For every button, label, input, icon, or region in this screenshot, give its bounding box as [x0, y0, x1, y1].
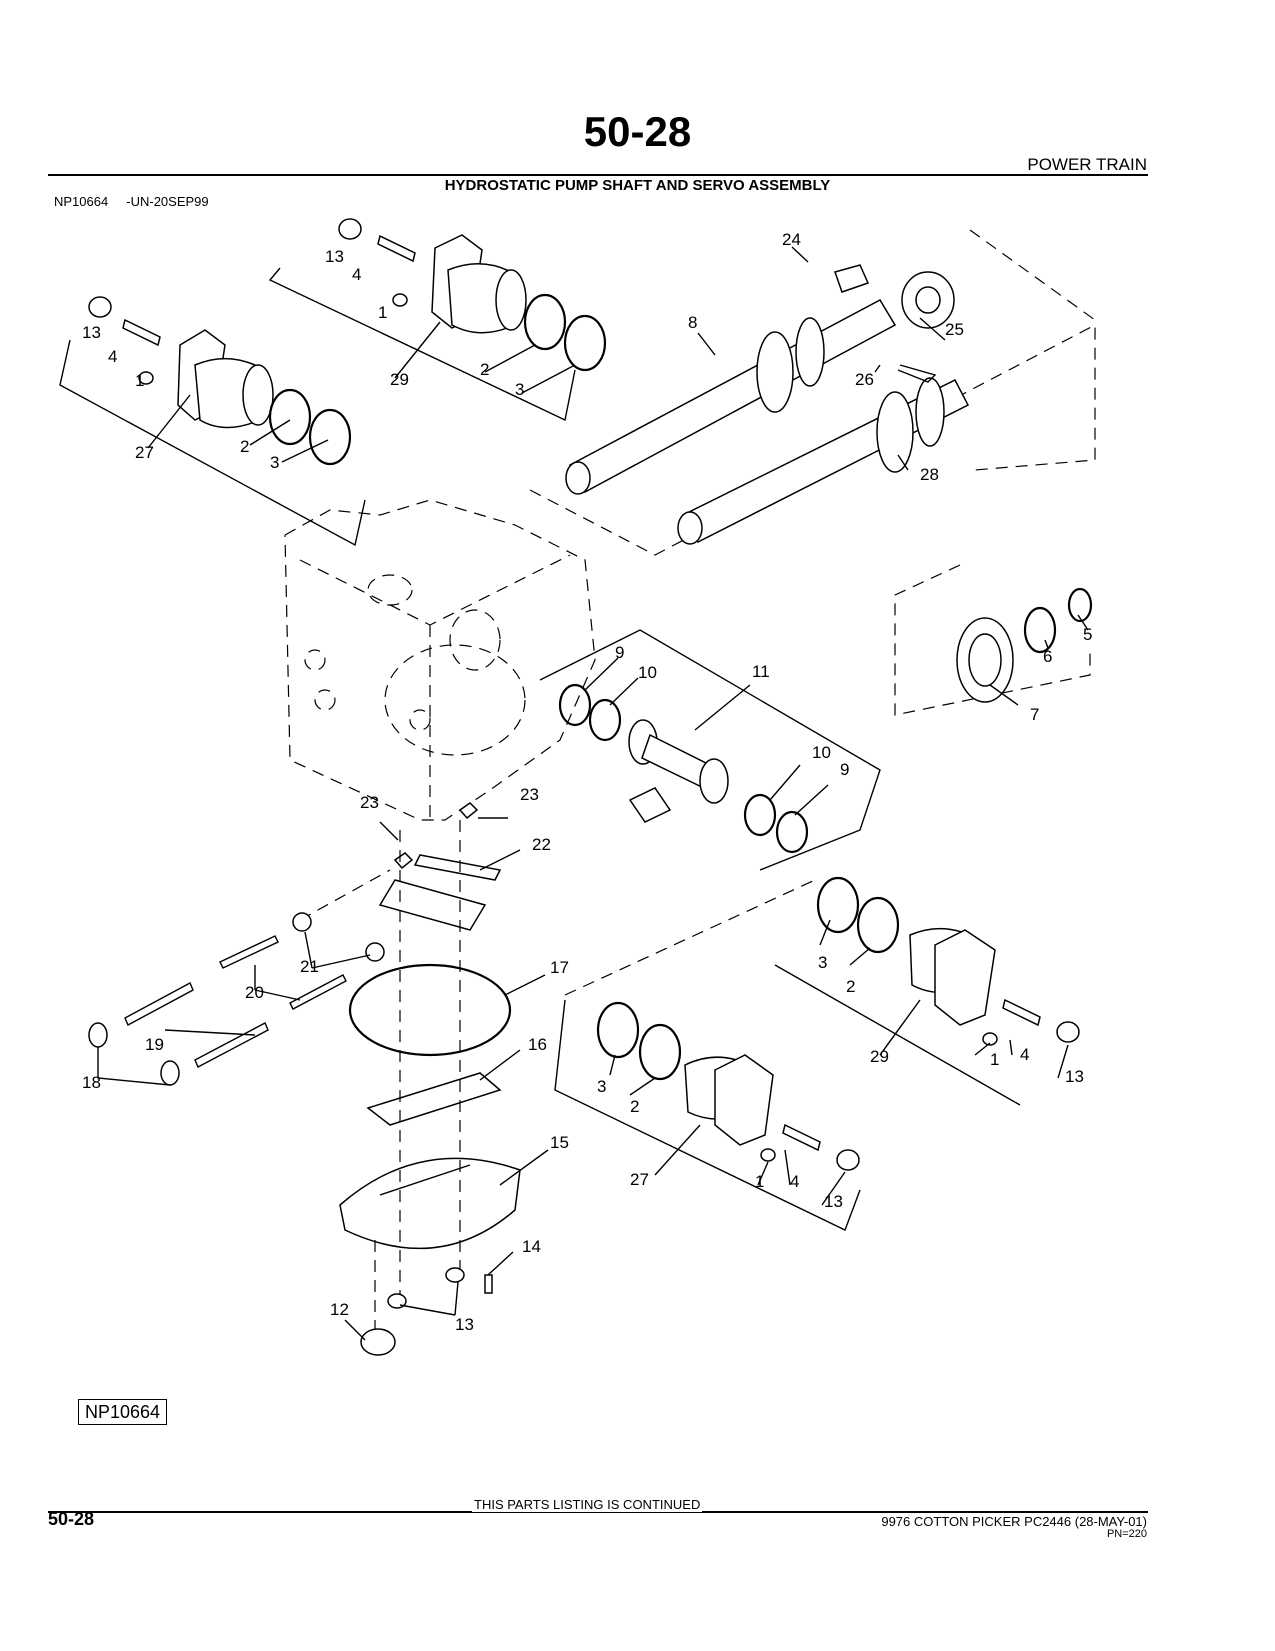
page-serial: PN=220 — [1106, 1528, 1147, 1540]
footer-page-number: 50-28 — [48, 1509, 95, 1529]
servo-group-upper-middle — [268, 218, 607, 422]
callout-8: 8 — [688, 313, 697, 332]
callout-2: 2 — [630, 1097, 639, 1116]
callout-26: 26 — [855, 370, 874, 389]
callout-20: 20 — [245, 983, 264, 1002]
footer-rule — [48, 1511, 1148, 1513]
callout-18: 18 — [82, 1073, 101, 1092]
section-title: POWER TRAIN — [1027, 155, 1147, 174]
swashplate-group — [539, 629, 881, 871]
callout-2: 2 — [480, 360, 489, 379]
callout-25: 25 — [945, 320, 964, 339]
callout-23: 23 — [520, 785, 539, 804]
callout-16: 16 — [528, 1035, 547, 1054]
callout-4: 4 — [352, 265, 361, 284]
callout-13: 13 — [82, 323, 101, 342]
illustration-id-box: NP10664 — [78, 1399, 168, 1425]
callout-15: 15 — [550, 1133, 569, 1152]
callout-1: 1 — [378, 303, 387, 322]
callout-3: 3 — [597, 1077, 606, 1096]
callout-7: 7 — [1030, 705, 1039, 724]
callout-14: 14 — [522, 1237, 541, 1256]
servo-group-lower-middle — [554, 999, 861, 1231]
page-number: 50-28 — [583, 108, 692, 155]
document-info: 9976 COTTON PICKER PC2446 (28-MAY-01) — [881, 1514, 1147, 1529]
callout-19: 19 — [145, 1035, 164, 1054]
callout-1: 1 — [135, 371, 144, 390]
callout-17: 17 — [550, 958, 569, 977]
callout-9: 9 — [840, 760, 849, 779]
callout-4: 4 — [108, 347, 117, 366]
callout-23: 23 — [360, 793, 379, 812]
callout-10: 10 — [638, 663, 657, 682]
callout-21: 21 — [300, 957, 319, 976]
callout-4: 4 — [1020, 1045, 1029, 1064]
end-cover-group — [339, 820, 521, 1356]
shaft-group — [529, 229, 1096, 556]
servo-group-upper-left — [59, 296, 366, 547]
callout-13: 13 — [325, 247, 344, 266]
callout-2: 2 — [240, 437, 249, 456]
callout-28: 28 — [920, 465, 939, 484]
callout-3: 3 — [515, 380, 524, 399]
callout-13: 13 — [455, 1315, 474, 1334]
figure-title: HYDROSTATIC PUMP SHAFT AND SERVO ASSEMBL… — [444, 177, 831, 194]
callout-2: 2 — [846, 977, 855, 996]
callout-11: 11 — [752, 662, 770, 681]
linkage-and-springs — [88, 802, 502, 1086]
callout-1: 1 — [755, 1172, 764, 1191]
callout-9: 9 — [615, 643, 624, 662]
callout-27: 27 — [630, 1170, 649, 1189]
callout-22: 22 — [532, 835, 551, 854]
callout-3: 3 — [818, 953, 827, 972]
callout-3: 3 — [270, 453, 279, 472]
callout-12: 12 — [330, 1300, 349, 1319]
callout-13: 13 — [1065, 1067, 1084, 1086]
callout-29: 29 — [390, 370, 409, 389]
callout-29: 29 — [870, 1047, 889, 1066]
callout-13: 13 — [824, 1192, 843, 1211]
illustration-reference: NP10664 -UN-20SEP99 — [54, 194, 209, 209]
callout-4: 4 — [790, 1172, 799, 1191]
callout-1: 1 — [990, 1050, 999, 1069]
callout-10: 10 — [812, 743, 831, 762]
callout-6: 6 — [1043, 647, 1052, 666]
continued-notice: THIS PARTS LISTING IS CONTINUED — [472, 1497, 703, 1512]
pump-housing — [284, 499, 596, 821]
callout-5: 5 — [1083, 625, 1092, 644]
callout-24: 24 — [782, 230, 801, 249]
servo-group-lower-right — [564, 876, 1080, 1106]
header-rule — [48, 174, 1148, 176]
bearing-group — [894, 564, 1093, 716]
callout-27: 27 — [135, 443, 154, 462]
leader-lines — [147, 246, 1089, 1341]
